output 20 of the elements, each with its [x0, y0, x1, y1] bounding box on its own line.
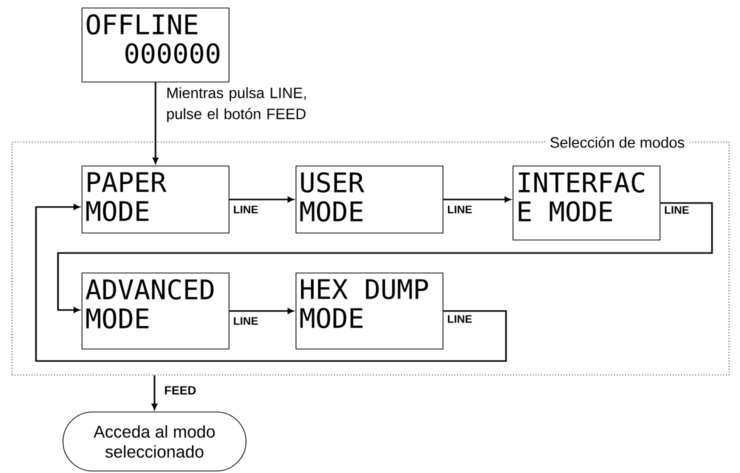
arrow: [152, 82, 158, 164]
arrow: [229, 308, 294, 314]
arrow: [443, 196, 511, 202]
display-box: ADVANCED MODE: [82, 272, 230, 350]
edge-label: LINE: [448, 315, 472, 323]
display-box: OFFLINE 000000: [82, 8, 230, 82]
arrow: [229, 196, 294, 202]
display-box: USER MODE: [296, 166, 444, 234]
arrow: [152, 375, 158, 410]
arrow: [35, 204, 507, 362]
display-box: PAPER MODE: [82, 166, 230, 234]
edge-label: LINE: [664, 206, 689, 214]
edge-label: LINE: [234, 317, 258, 325]
arrow: [57, 202, 713, 313]
edge-label: FEED: [165, 386, 196, 394]
display-box: HEX DUMP MODE: [296, 272, 444, 350]
display-box: INTERFAC E MODE: [512, 166, 660, 240]
edge-label: Mientras pulsa LINE, pulse el botón FEED: [167, 87, 306, 122]
edge-label: LINE: [234, 206, 258, 214]
edge-label: LINE: [448, 206, 472, 214]
